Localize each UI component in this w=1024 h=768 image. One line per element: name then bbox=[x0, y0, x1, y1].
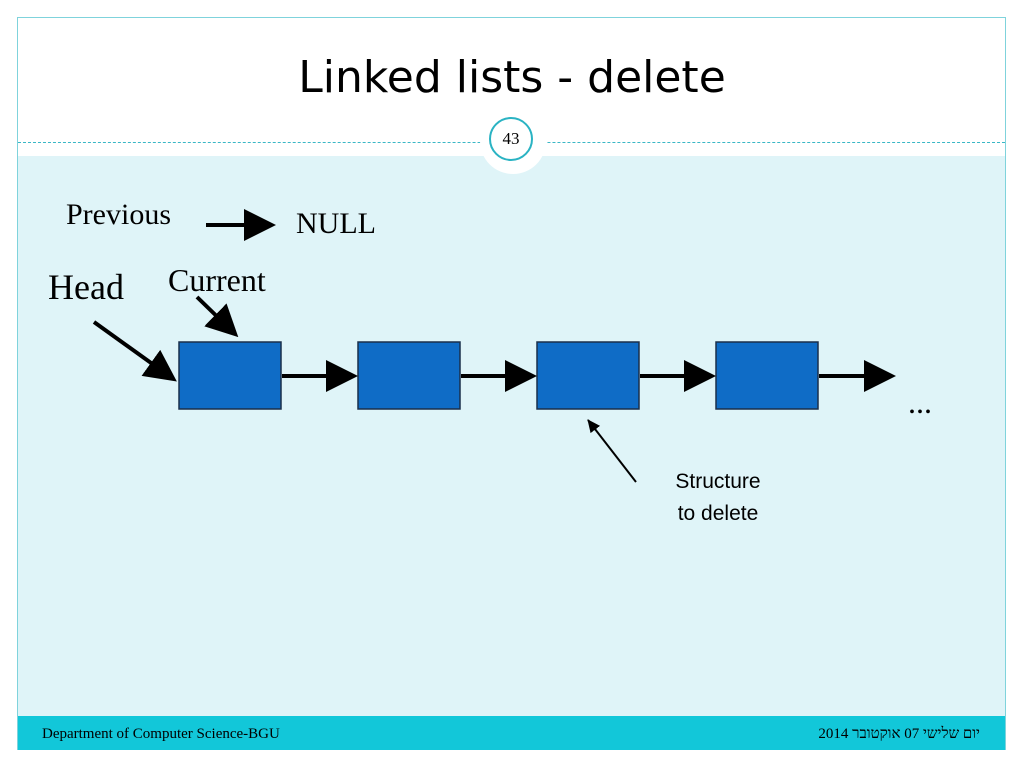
structure-to-delete-arrow bbox=[587, 419, 637, 483]
structure-to-delete-label: Structure to delete bbox=[640, 466, 796, 530]
footer-date: יום שלישי 07 אוקטובר 2014 bbox=[818, 726, 980, 742]
slide-content-area bbox=[18, 156, 1005, 716]
null-label: NULL bbox=[296, 207, 376, 240]
structure-label-line-2: to delete bbox=[677, 502, 759, 525]
previous-label: Previous bbox=[66, 198, 171, 231]
slide-footer bbox=[18, 716, 1005, 750]
ellipsis-label: ... bbox=[908, 384, 932, 420]
list-node-3 bbox=[536, 341, 640, 410]
page-number-badge: 43 bbox=[489, 117, 533, 161]
current-label: Current bbox=[168, 262, 266, 298]
structure-label-line-1: Structure bbox=[675, 470, 761, 493]
current-pointer-arrow bbox=[195, 295, 239, 338]
list-node-1 bbox=[178, 341, 282, 410]
footer-department: Department of Computer Science-BGU bbox=[42, 726, 280, 742]
head-pointer-arrow bbox=[92, 320, 177, 382]
head-label: Head bbox=[48, 267, 124, 307]
list-node-2 bbox=[357, 341, 461, 410]
list-node-4 bbox=[715, 341, 819, 410]
slide-title: Linked lists - delete bbox=[298, 52, 726, 103]
